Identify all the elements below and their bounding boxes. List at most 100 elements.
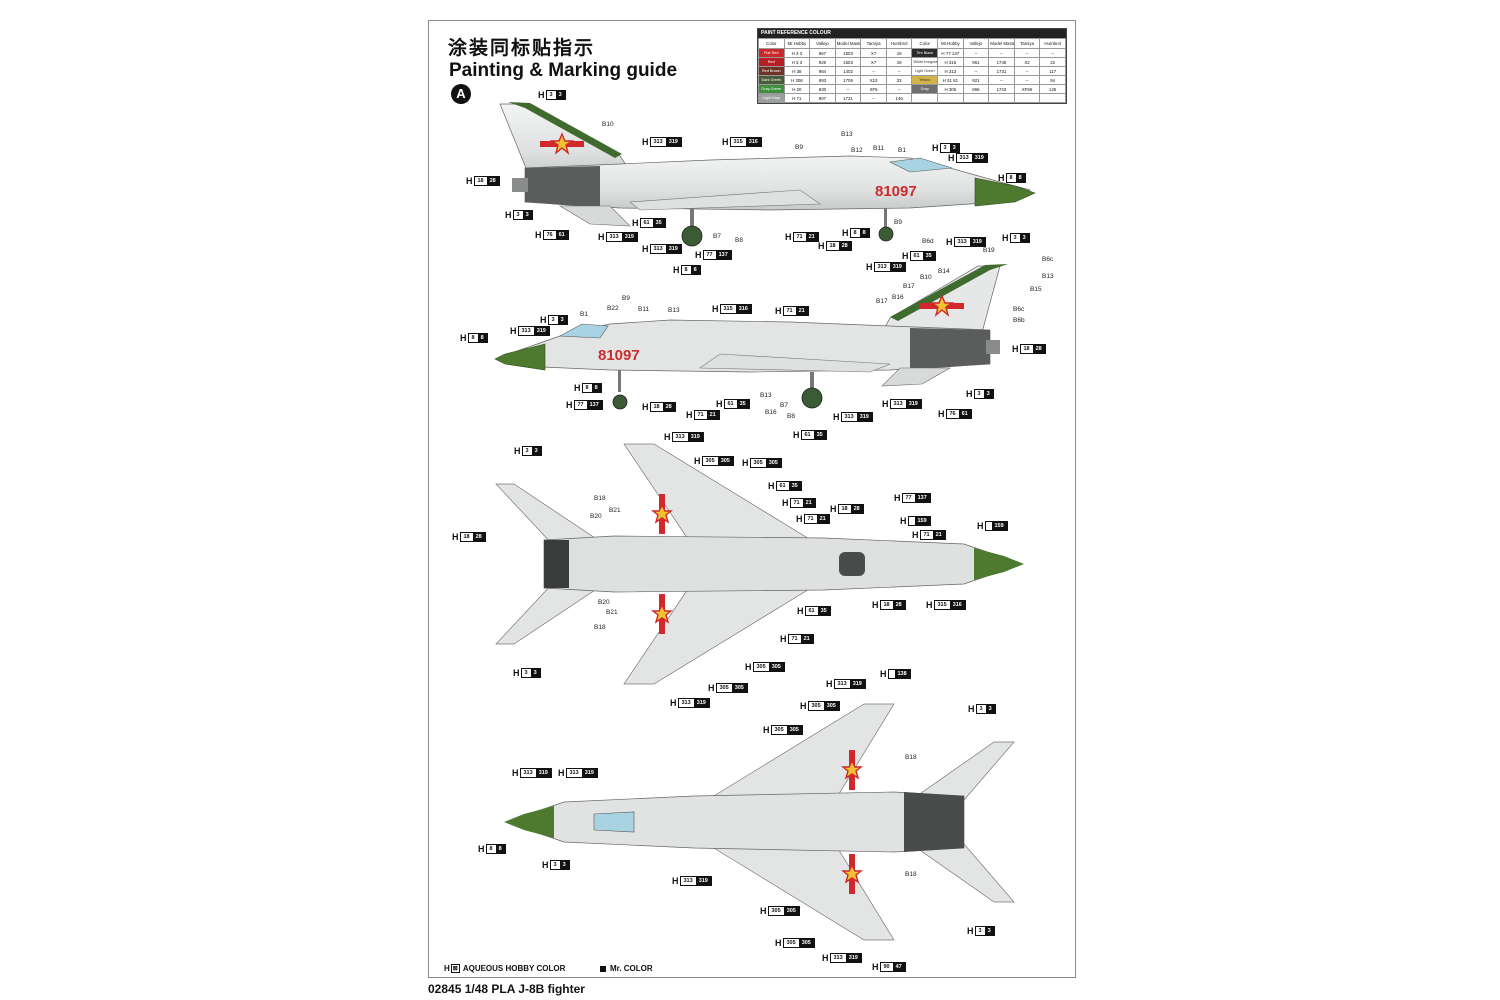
decal-label-b18: B18 [905,754,917,761]
side-view-left: 81097 [499,102,1036,247]
side-view-right: 81097 [494,264,1008,410]
mr-color-square-icon [600,965,606,972]
callout-prefix: H [686,410,693,420]
decal-label-b7: B7 [713,233,721,240]
callout-prefix: H [642,244,649,254]
callout-code-primary: 77 [574,401,587,409]
callout-prefix: H [542,860,549,870]
decal-label-b6b: B6b [1013,317,1025,324]
callout-code-primary: 305 [808,702,824,710]
callout-code-secondary: 28 [838,242,851,250]
main-wheel [801,387,823,409]
callout-code-secondary: 8 [1015,174,1025,182]
callout-code-primary: 3 [513,211,523,219]
callout-prefix: H [785,232,792,242]
reference-column-header: Mr.Hobby [783,38,811,49]
serial-number: 81097 [875,183,917,200]
callout-prefix: H [760,906,767,916]
callout-code-primary: 315 [730,138,746,146]
title-english: Painting & Marking guide [449,60,678,81]
callout-prefix: H [712,304,719,314]
callout-prefix: H [763,725,770,735]
callout-code-primary: 3 [940,144,950,152]
stabilizer-upper [912,741,1015,801]
reference-cell: H 3 3 [783,48,811,58]
reference-cell: -- [860,66,887,76]
callout-prefix: H [775,306,782,316]
wing-upper [702,703,895,803]
callout-code-secondary: 28 [486,177,499,185]
callout-code-primary: 18 [460,533,473,541]
callout-code-secondary: 137 [586,401,602,409]
callout-code-secondary: 3 [555,91,565,99]
reference-cell: -- [988,75,1015,85]
decal-label-b14: B14 [938,268,950,275]
reference-cell: H 38 [783,66,811,76]
callout-code-primary: 305 [702,457,718,465]
callout-code-primary: 313 [672,433,688,441]
nose-cone [974,548,1024,580]
callout-prefix: H [882,399,889,409]
reference-cell: 1503 [834,57,862,67]
paint-reference-heading: PAINT REFERENCE COLOUR [758,29,1066,38]
decal-label-b6c: B6c [1013,306,1025,313]
callout-code-primary: 61 [724,400,737,408]
callout-prefix: H [1012,344,1019,354]
decal-label-b21: B21 [606,609,618,616]
nose-cone [494,343,546,371]
callout-code-primary: 18 [474,177,487,185]
callout-code-secondary: 3 [557,316,567,324]
reference-cell: H 308 [783,75,811,85]
callout-code-secondary: 319 [849,680,865,688]
callout-prefix: H [642,137,649,147]
callout-prefix: H [822,953,829,963]
callout-prefix: H [514,446,521,456]
nose-gear-strut [618,370,621,392]
serial-number: 81097 [598,347,640,364]
callout-prefix: H [872,600,879,610]
callout-code-secondary: 28 [662,403,675,411]
ventral-fin [881,367,952,387]
callout-prefix: H [558,768,565,778]
callout-code-primary: 71 [793,233,806,241]
callout-code-secondary: 138 [894,670,910,678]
canopy [888,157,953,173]
callout-code-primary: 315 [720,305,736,313]
reference-cell: -- [885,84,913,94]
callout-prefix: H [775,938,782,948]
callout-code-primary: 77 [703,251,716,259]
callout-code-primary: 313 [830,954,846,962]
reference-cell: 1731 [988,66,1015,76]
decal-label-b16: B16 [892,294,904,301]
callout-prefix: H [797,606,804,616]
callout-code-box: 159 [907,516,931,526]
decal-label-b6d: B6d [922,238,934,245]
callout-prefix: H [574,383,581,393]
color-swatch-cell: Gray Green [758,84,785,94]
callout-code-primary: 3 [974,390,984,398]
main-gear-strut [810,372,814,394]
callout-prefix: H [938,409,945,419]
callout-code-secondary: 319 [693,699,709,707]
